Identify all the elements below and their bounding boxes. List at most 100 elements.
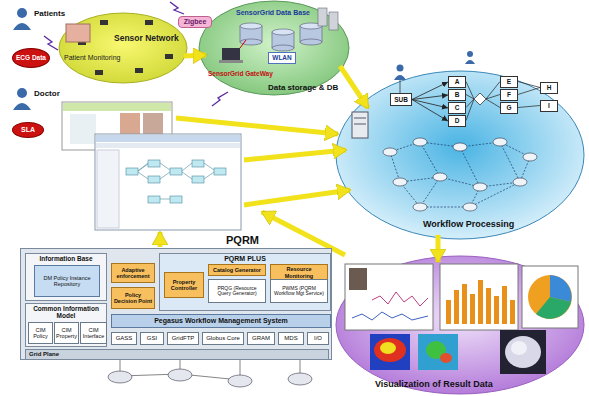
box-heading: Information Base	[39, 255, 92, 262]
globus-box: GSI	[140, 332, 164, 345]
flow-arrow	[340, 66, 368, 108]
node-text: Visualization of Result Data	[375, 380, 493, 390]
workflow-links	[400, 80, 540, 121]
server-tower	[318, 8, 338, 30]
globus-box: Globus Core	[202, 332, 244, 345]
node-text: PRQG (Resource Query Generator)	[210, 286, 264, 297]
info-base-box: Information Base DM Policy Instance Repos…	[25, 253, 107, 301]
node-text: F	[507, 91, 511, 98]
node-text: Catalog Generator	[213, 267, 261, 273]
node-text: CIM Interface	[82, 327, 105, 339]
flow-arrow	[160, 118, 350, 255]
globus-box: GRAM	[247, 332, 275, 345]
globus-box: GASS	[111, 332, 137, 345]
node-text: Data storage & DB	[268, 84, 338, 93]
result-panels	[345, 264, 578, 374]
wms-band: Pegasus Workflow Management System	[111, 314, 331, 328]
monitor-box: Resource Monitoring	[270, 264, 328, 281]
process-box: B	[448, 89, 466, 101]
globus-box: I/O	[307, 332, 329, 345]
node-text: Property Controller	[166, 279, 202, 291]
service-box: PWMS (PQRM Workflow Mgt Service)	[270, 279, 328, 303]
cim-item: CIM Interface	[80, 322, 107, 344]
node-text: GSI	[147, 335, 157, 342]
workflow-ellipse: Workflow Processing SUB ABCD EFG H I	[335, 70, 585, 240]
node-text: MDS	[284, 335, 297, 342]
laptop-icon	[219, 40, 246, 63]
data-storage-ellipse: SensorGrid Data BaseSensorGrid GateWayDa…	[198, 0, 350, 96]
node-text: H	[547, 84, 552, 91]
workflow-server	[352, 112, 368, 138]
workflow-link	[412, 100, 448, 109]
node-text: E	[507, 78, 511, 85]
process-box: F	[500, 89, 518, 101]
box-heading: Common Information Model	[27, 305, 105, 319]
globus-box: GridFTP	[167, 332, 199, 345]
grid-plane-band: Grid Plane	[25, 349, 329, 360]
process-box: I	[540, 100, 558, 112]
node-text: Globus Core	[206, 335, 240, 342]
node-text: ECG Data	[16, 54, 46, 61]
node-text: PQRM	[226, 234, 259, 246]
data-oval: ECG Data	[12, 48, 50, 68]
pqrm-plus-box: PQRM PLUS Property Controller Catalog Gene…	[159, 253, 331, 311]
flow-arrow	[184, 53, 206, 59]
decision-diamond	[474, 93, 486, 105]
service-box: PRQG (Resource Query Generator)	[208, 279, 266, 303]
process-box: H	[540, 82, 558, 94]
node-text: SensorGrid GateWay	[208, 70, 273, 77]
policy-box: Policy Decision Point	[111, 287, 155, 309]
workflow-link	[412, 82, 448, 100]
node-text: SUB	[394, 96, 408, 103]
sla-oval: SLA	[12, 122, 44, 138]
box-heading: PQRM PLUS	[224, 255, 266, 263]
database-cylinder	[240, 23, 322, 51]
node-text: GRAM	[252, 335, 270, 342]
node-text: Sensor Network	[114, 34, 179, 43]
node-text: D	[455, 117, 460, 124]
sensor-chip	[78, 20, 173, 75]
node-text: Grid Plane	[29, 351, 59, 358]
sensor-network-ellipse: Patient MonitoringSensor Network	[58, 12, 188, 84]
cim-item: CIM Policy	[28, 322, 53, 344]
generator-box: Catalog Generator	[208, 264, 266, 276]
node-text: A	[455, 78, 460, 85]
node-text: PWMS (PQRM Workflow Mgt Service)	[272, 286, 326, 297]
pqrm-panel: PQRMInformation BaseDM Policy Instance R…	[20, 248, 332, 360]
node-text: DM Policy Instance Repository	[36, 275, 98, 287]
workflow-link	[412, 100, 448, 122]
repository-box: DM Policy Instance Repository	[34, 265, 100, 297]
node-text: Adaptive enforcement	[113, 267, 153, 279]
node-text: CIM Property	[56, 327, 77, 339]
node-text: CIM Policy	[30, 327, 51, 339]
node-text: B	[455, 91, 460, 98]
node-text: Pegasus Workflow Management System	[154, 317, 288, 325]
cim-box: Common Information ModelCIM Policy CIM Pr…	[25, 303, 107, 347]
flow-arrow	[436, 235, 441, 262]
person-icon	[13, 8, 475, 110]
ellipse-outline	[58, 12, 188, 84]
editor-screenshot	[95, 134, 241, 230]
node-text: WLAN	[272, 54, 292, 61]
cim-item: CIM Property	[54, 322, 79, 344]
process-box: E	[500, 76, 518, 88]
node-text: Resource Monitoring	[272, 266, 326, 278]
node-text: Workflow Processing	[423, 220, 514, 230]
node-text: GASS	[116, 335, 133, 342]
process-box: G	[500, 102, 518, 114]
node-text: C	[455, 104, 460, 111]
controller-box: Property Controller	[164, 272, 204, 298]
node-text: Policy Decision Point	[113, 292, 153, 304]
patient-photo	[66, 24, 90, 42]
node-text: G	[506, 104, 511, 111]
globus-box: MDS	[278, 332, 304, 345]
node-text: GridFTP	[172, 335, 195, 342]
network-tag: WLAN	[268, 52, 296, 64]
process-box: A	[448, 76, 466, 88]
node-text: I	[548, 102, 550, 109]
node-text: SensorGrid Data Base	[236, 9, 310, 17]
node-text: I/O	[314, 335, 322, 342]
grid-network	[383, 138, 537, 211]
role-label: Doctor	[34, 90, 60, 99]
process-box: C	[448, 102, 466, 114]
